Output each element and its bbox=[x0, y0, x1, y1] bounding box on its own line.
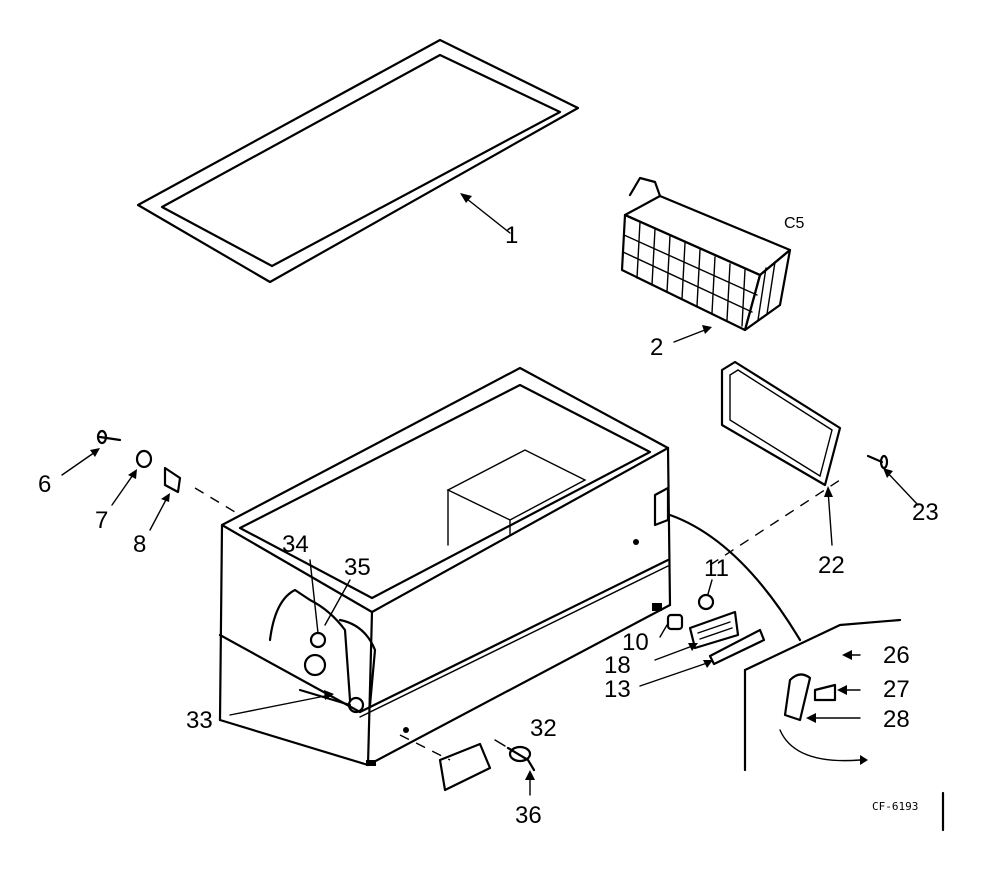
label-part-27: 27 bbox=[883, 676, 910, 703]
label-part-26: 26 bbox=[883, 642, 910, 669]
figure-code: CF-6193 bbox=[872, 800, 918, 813]
label-part-23: 23 bbox=[912, 499, 939, 526]
label-part-7: 7 bbox=[95, 507, 108, 534]
lid-gasket bbox=[136, 38, 580, 284]
label-part-10: 10 bbox=[622, 629, 649, 656]
label-part-11: 11 bbox=[704, 555, 729, 582]
label-part-13: 13 bbox=[604, 676, 631, 703]
label-part-1: 1 bbox=[505, 222, 518, 249]
label-part-36: 36 bbox=[515, 802, 542, 829]
small-parts bbox=[438, 593, 766, 792]
divider-panel bbox=[720, 360, 889, 487]
label-part-34: 34 bbox=[282, 531, 309, 558]
label-part-35: 35 bbox=[344, 554, 371, 581]
freezer-cabinet bbox=[218, 366, 672, 767]
leader-lines bbox=[61, 193, 919, 796]
label-part-18: 18 bbox=[604, 652, 631, 679]
wire-basket bbox=[620, 176, 792, 332]
label-part-6: 6 bbox=[38, 471, 51, 498]
label-part-32: 32 bbox=[530, 715, 557, 742]
label-section-c5: C5 bbox=[784, 215, 805, 232]
label-part-8: 8 bbox=[133, 531, 146, 558]
hinge-hardware bbox=[96, 429, 182, 494]
dashed-leaders bbox=[194, 479, 841, 761]
label-part-28: 28 bbox=[883, 706, 910, 733]
label-part-22: 22 bbox=[818, 552, 845, 579]
label-part-2: 2 bbox=[650, 334, 663, 361]
label-part-33: 33 bbox=[186, 707, 213, 734]
control-bracket bbox=[668, 513, 902, 772]
part-labels: 1 2 C5 6 7 8 34 35 33 32 36 10 11 18 13 … bbox=[38, 215, 945, 832]
